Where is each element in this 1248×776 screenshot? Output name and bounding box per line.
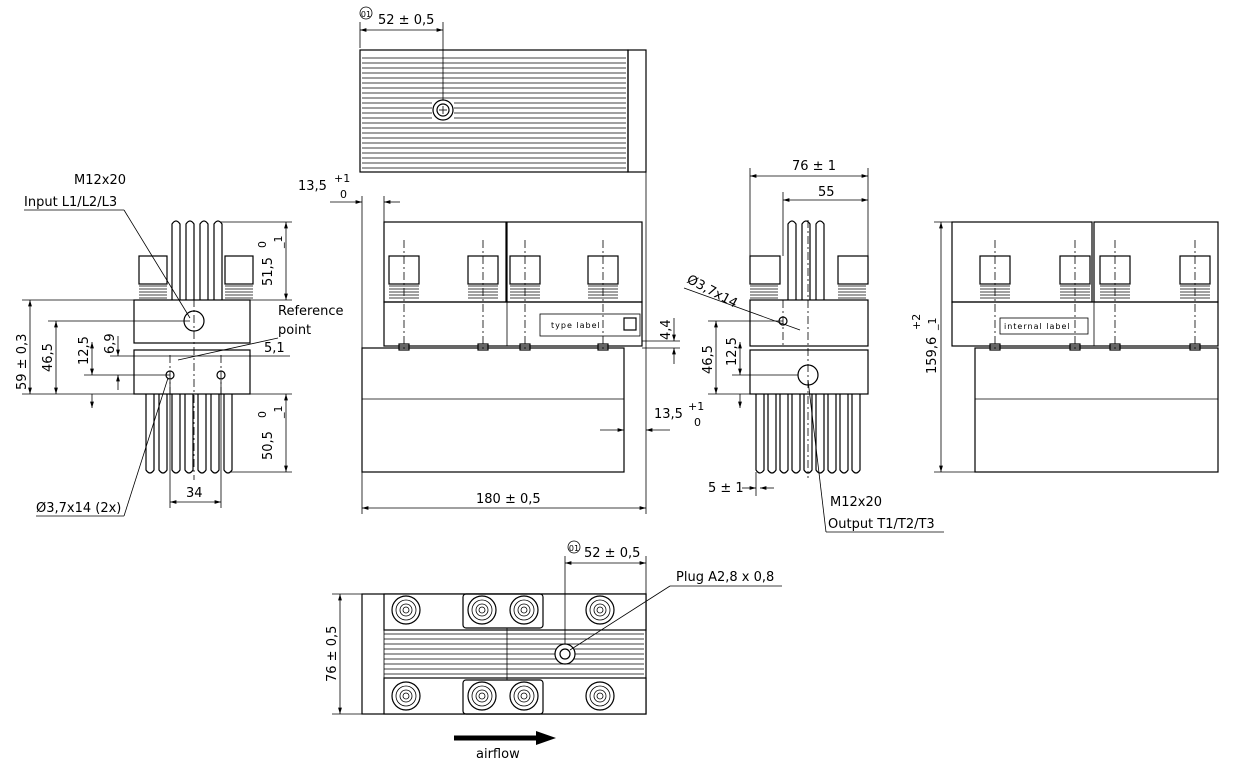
dim-13-5-top-zero: 0 bbox=[340, 188, 347, 201]
dim-13-5-right-zero: 0 bbox=[694, 416, 701, 429]
dim-13-5-right-plus: +1 bbox=[688, 400, 704, 413]
dim-13-5-right: 13,5 bbox=[654, 407, 683, 422]
airflow-arrow-icon bbox=[454, 731, 556, 745]
point-label: point bbox=[278, 323, 311, 338]
dim-51-5: 51,5 bbox=[261, 257, 276, 286]
dim-13-5-top: 13,5 bbox=[298, 179, 327, 194]
dim-50-5: 50,5 bbox=[261, 431, 276, 460]
output-label: Output T1/T2/T3 bbox=[828, 517, 935, 532]
input-label: Input L1/L2/L3 bbox=[24, 195, 117, 210]
dim-50-5-upper: 0 bbox=[256, 411, 269, 418]
dim-50-5-lower: _1 bbox=[272, 406, 285, 420]
dim-46-5: 46,5 bbox=[41, 343, 56, 372]
dim-76: 76 ± 1 bbox=[792, 159, 836, 174]
bottom-ref-number: 01 bbox=[569, 544, 579, 553]
dim-5: 5 ± 1 bbox=[708, 481, 744, 496]
top-view: 01 52 ± 0,5 bbox=[359, 6, 647, 173]
front-view: type label 13,5 +1 0 180 ± 0,5 4,4 13,5 … bbox=[298, 172, 704, 514]
dim-6-9: 6,9 bbox=[103, 333, 118, 354]
dim-159-6: 159,6 bbox=[925, 337, 940, 374]
type-label: type label bbox=[551, 321, 601, 330]
dim-55: 55 bbox=[818, 185, 835, 200]
plug-label: Plug A2,8 x 0,8 bbox=[676, 570, 774, 585]
top-dim-52: 52 ± 0,5 bbox=[378, 13, 434, 28]
m12-input-label: M12x20 bbox=[74, 173, 126, 188]
dim-51-5-upper: 0 bbox=[256, 241, 269, 248]
airflow-label: airflow bbox=[476, 747, 520, 762]
dim-159-6-minus: _1 bbox=[926, 318, 939, 332]
dim-159-6-plus: +2 bbox=[910, 314, 923, 330]
internal-label: internal label bbox=[1004, 322, 1071, 331]
dim-34: 34 bbox=[186, 486, 203, 501]
reference-label: Reference bbox=[278, 304, 343, 319]
dim-51-5-lower: _1 bbox=[272, 236, 285, 250]
bottom-dim-76: 76 ± 0,5 bbox=[325, 626, 340, 682]
bottom-dim-52: 52 ± 0,5 bbox=[584, 546, 640, 561]
hole-2x-label: Ø3,7x14 (2x) bbox=[36, 501, 121, 516]
bottom-view: 01 52 ± 0,5 Plug A2,8 x 0,8 76 ± 0,5 air… bbox=[325, 540, 782, 762]
dim-180: 180 ± 0,5 bbox=[476, 492, 541, 507]
side-dim-12-5: 12,5 bbox=[725, 337, 740, 366]
dim-59: 59 ± 0,3 bbox=[15, 334, 30, 390]
dim-13-5-top-plus: +1 bbox=[334, 172, 350, 185]
dim-4-4: 4,4 bbox=[659, 319, 674, 340]
top-ref-number: 01 bbox=[361, 10, 371, 19]
m12-output-label: M12x20 bbox=[830, 495, 882, 510]
left-end-view: M12x20 Input L1/L2/L3 51,5 0 _1 Referenc… bbox=[15, 173, 343, 517]
rear-view: internal label 159,6 +2 _1 bbox=[910, 221, 1219, 473]
dim-5-1: 5,1 bbox=[264, 341, 285, 356]
right-side-view: 76 ± 1 55 Ø3,7x14 46,5 12,5 5 ± 1 M12x20… bbox=[683, 159, 944, 533]
side-dim-46-5: 46,5 bbox=[701, 345, 716, 374]
dim-12-5: 12,5 bbox=[77, 336, 92, 365]
